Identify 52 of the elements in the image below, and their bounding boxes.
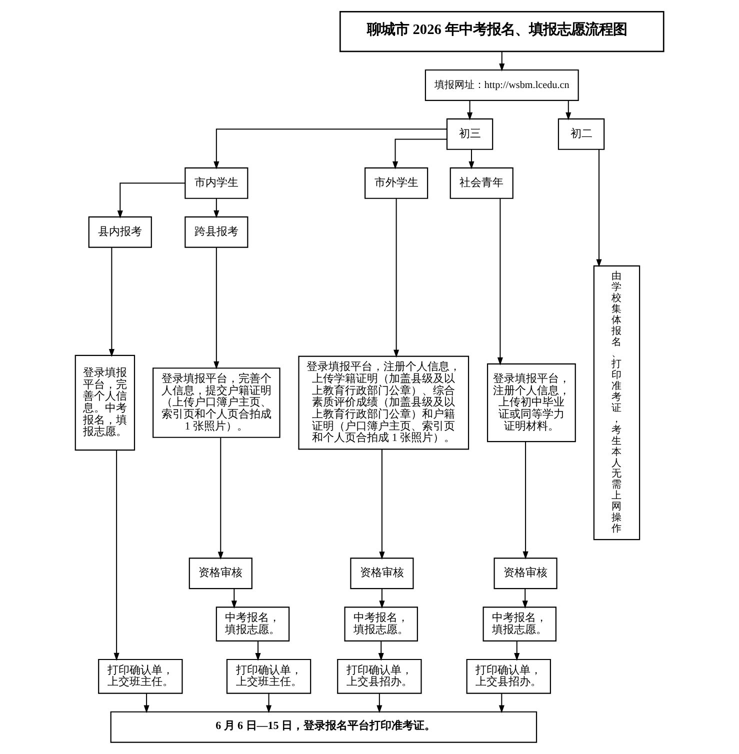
arrow	[596, 149, 602, 268]
node-box: 登录填报平台，注册个人信息，上传初中毕业证或同等学力证明材料。	[486, 363, 576, 442]
node-box: 跨县报考	[184, 216, 248, 248]
node-box: 聊城市 2026 年中考报名、填报志愿流程图	[339, 11, 664, 52]
arrow	[498, 694, 504, 714]
node-box: 中考报名，填报志愿。	[482, 606, 556, 642]
arrow	[392, 138, 447, 170]
node-box: 登录填报平台，注册个人信息，上传学籍证明（加盖县级及以上教育行政部门公章）、综合素质评价成绩（加盖县级及以上教育行政部门公章）和户籍证明（户口簿户主页、索引页和个人页合拍成 1 张照片）。	[298, 356, 470, 450]
node-box: 6 月 6 日—15 日，登录报名平台打印准考证。	[110, 711, 538, 743]
node-box: 中考报名，填报志愿。	[344, 606, 418, 642]
arrow	[266, 694, 272, 714]
arrow	[108, 248, 114, 357]
arrow	[214, 248, 220, 370]
node-box: 由学校集体报名、打印准考证，考生本人无需上网操作	[593, 265, 640, 540]
arrow	[378, 641, 384, 661]
node-box: 市外学生	[364, 167, 428, 199]
arrow	[379, 588, 385, 609]
node-box: 登录填报平台，完善个人信息。中考报名，填报志愿。	[74, 354, 136, 451]
node-box: 中考报名，填报志愿。	[216, 606, 290, 642]
node-box: 资格审核	[188, 558, 252, 590]
arrow	[522, 588, 528, 609]
arrow	[117, 182, 186, 218]
arrow	[144, 694, 150, 714]
node-box: 登录填报平台，完善个人信息，提交户籍证明（上传户口簿户主页、索引页和个人页合拍成 1 张照片）。	[152, 368, 280, 438]
arrow	[467, 100, 473, 120]
node-box: 资格审核	[494, 558, 558, 590]
arrow	[514, 641, 520, 661]
arrow	[394, 198, 400, 358]
node-box: 打印确认单，上交班主任。	[98, 658, 183, 694]
node-box: 初二	[558, 118, 605, 150]
node-box: 市内学生	[184, 167, 248, 199]
arrow	[214, 198, 220, 218]
arrow	[218, 438, 224, 560]
arrow	[231, 588, 237, 609]
arrow	[522, 442, 528, 560]
node-box: 社会青年	[450, 167, 514, 199]
node-box: 县内报考	[88, 216, 152, 248]
arrow	[497, 198, 503, 366]
arrow	[376, 694, 382, 714]
node-box: 打印确认单，上交县招办。	[466, 658, 551, 694]
node-box: 资格审核	[350, 558, 414, 590]
arrow	[255, 641, 261, 661]
arrow	[114, 450, 120, 661]
arrow	[214, 128, 447, 170]
arrow	[379, 449, 385, 560]
arrow	[468, 149, 474, 170]
arrow	[499, 52, 505, 72]
node-box: 初三	[446, 118, 494, 150]
node-box: 填报网址：http://wsbm.lcedu.cn	[424, 69, 579, 101]
arrow	[566, 100, 572, 120]
node-box: 打印确认单，上交县招办。	[337, 658, 422, 694]
node-box: 打印确认单，上交班主任。	[226, 658, 312, 694]
